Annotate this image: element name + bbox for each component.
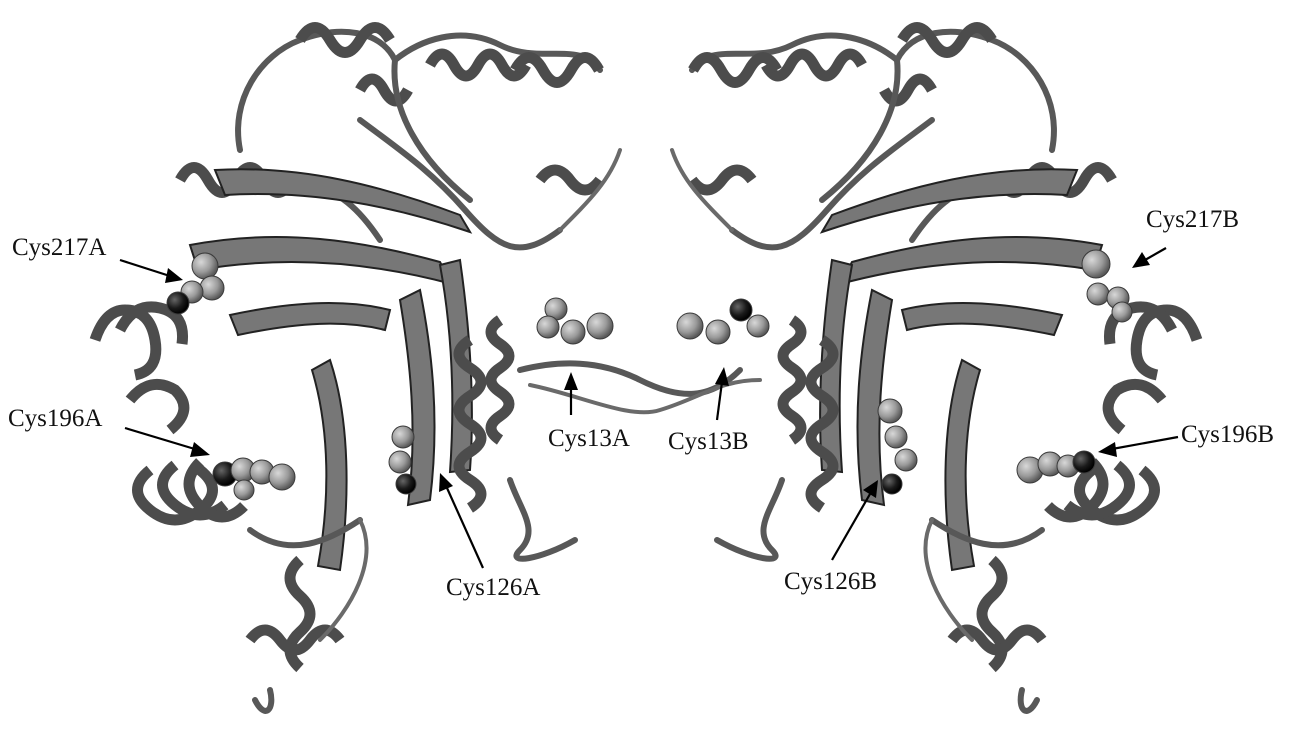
cys13b-atoms bbox=[677, 299, 769, 344]
cys217b-atoms bbox=[1082, 250, 1132, 322]
cys13a-atoms bbox=[537, 298, 613, 344]
label-cys13b: Cys13B bbox=[668, 428, 749, 455]
arrow-cys217a bbox=[120, 260, 173, 277]
arrow-cys196b bbox=[1112, 437, 1178, 449]
cys217a-atoms bbox=[167, 253, 224, 314]
arrow-cys217b bbox=[1145, 248, 1166, 260]
label-cys196a: Cys196A bbox=[8, 405, 102, 432]
monomer-a-ribbon bbox=[95, 28, 760, 711]
label-cys126a: Cys126A bbox=[446, 574, 540, 601]
label-cys126b: Cys126B bbox=[784, 568, 877, 595]
label-cys196b: Cys196B bbox=[1181, 421, 1274, 448]
arrow-cys126b bbox=[832, 494, 870, 560]
arrow-cys196a bbox=[125, 428, 198, 450]
cys196a-atoms bbox=[213, 458, 295, 500]
label-cys217b: Cys217B bbox=[1146, 206, 1239, 233]
label-cys13a: Cys13A bbox=[548, 425, 630, 452]
label-arrows bbox=[120, 248, 1178, 568]
cys126b-atoms bbox=[878, 399, 917, 494]
label-cys217a: Cys217A bbox=[12, 234, 106, 261]
monomer-b-ribbon bbox=[672, 28, 1197, 711]
